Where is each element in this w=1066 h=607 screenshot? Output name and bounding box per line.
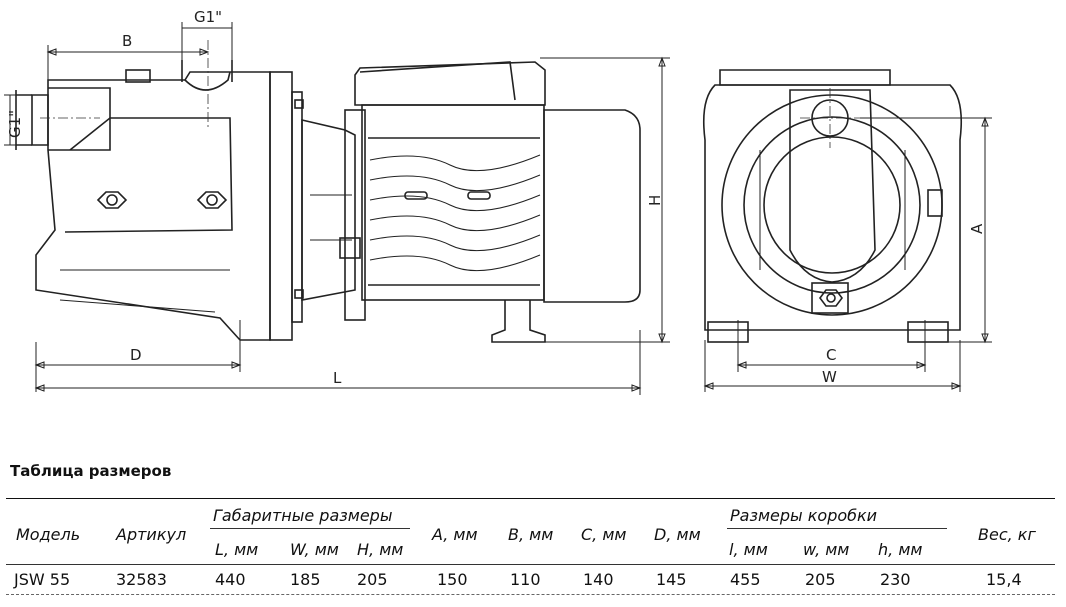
table-bottom-rule — [6, 594, 1055, 595]
header-b: B, мм — [508, 525, 554, 544]
overall-dims-rule — [210, 528, 410, 529]
cell-w: 185 — [290, 570, 321, 589]
pump-technical-drawing: B G1" G1" D L H C W A — [4, 8, 992, 395]
box-dims-rule — [727, 528, 947, 529]
cell-d: 145 — [656, 570, 687, 589]
label-d: D — [130, 346, 142, 364]
header-model: Модель — [16, 525, 81, 544]
cell-article: 32583 — [116, 570, 167, 589]
cell-box-l: 455 — [730, 570, 761, 589]
header-article: Артикул — [116, 525, 187, 544]
table-header-rule — [6, 564, 1055, 565]
header-box-w: w, мм — [803, 540, 850, 559]
front-view — [702, 69, 992, 392]
header-l: L, мм — [215, 540, 259, 559]
header-w: W, мм — [290, 540, 339, 559]
cell-weight: 15,4 — [986, 570, 1022, 589]
header-weight: Вес, кг — [978, 525, 1036, 544]
label-w: W — [822, 368, 837, 386]
label-g1-top: G1" — [194, 8, 222, 26]
label-a: A — [968, 223, 986, 234]
cell-b: 110 — [510, 570, 541, 589]
table-top-rule — [6, 498, 1055, 499]
header-box-dims: Размеры коробки — [730, 506, 878, 525]
header-overall-dims: Габаритные размеры — [213, 506, 393, 525]
cell-c: 140 — [583, 570, 614, 589]
header-box-h: h, мм — [878, 540, 923, 559]
label-c: C — [826, 346, 836, 364]
header-d: D, мм — [654, 525, 701, 544]
header-box-l: l, мм — [729, 540, 768, 559]
label-g1-side: G1" — [6, 110, 24, 138]
header-h: H, мм — [357, 540, 404, 559]
header-c: C, мм — [581, 525, 627, 544]
cell-box-h: 230 — [880, 570, 911, 589]
cell-model: JSW 55 — [14, 570, 71, 589]
table-title: Таблица размеров — [10, 462, 172, 480]
label-b: B — [122, 32, 132, 50]
cell-a: 150 — [437, 570, 468, 589]
cell-l: 440 — [215, 570, 246, 589]
cell-box-w: 205 — [805, 570, 836, 589]
side-view — [4, 22, 670, 395]
label-h: H — [646, 195, 664, 206]
header-a: A, мм — [432, 525, 478, 544]
label-l: L — [333, 369, 342, 387]
cell-h: 205 — [357, 570, 388, 589]
